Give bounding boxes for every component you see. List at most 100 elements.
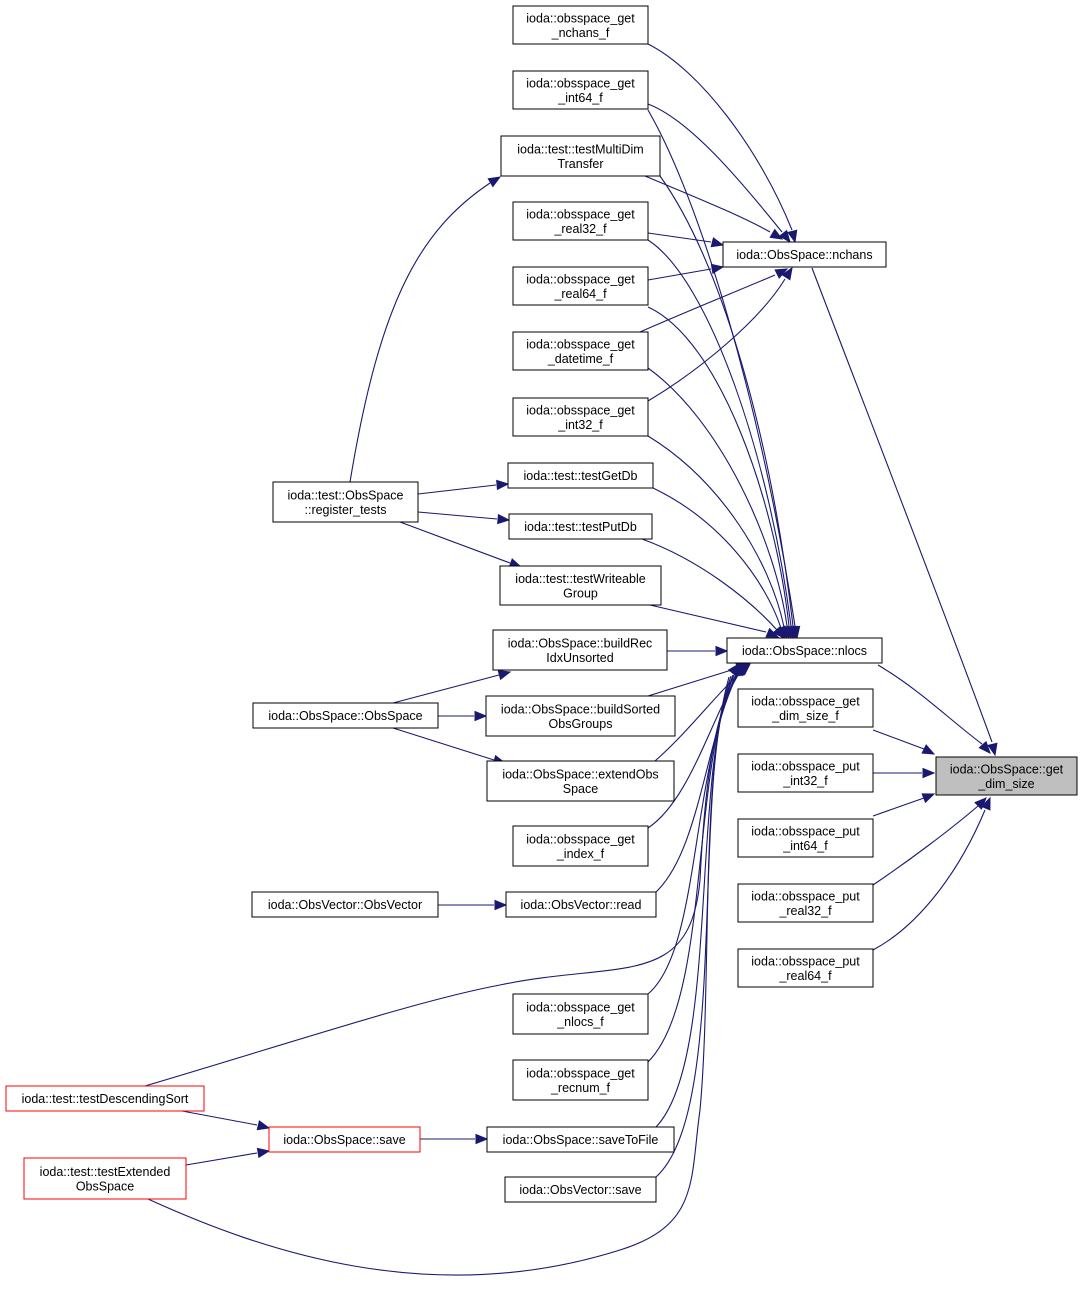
node-label: ioda::ObsSpace::buildRec [508, 636, 653, 650]
edge-put_real64_f-to-get_dim_size [872, 796, 991, 951]
arrow-head [474, 710, 488, 722]
node-nchans[interactable]: ioda::ObsSpace::nchans [722, 241, 887, 268]
arrow-head [497, 513, 511, 525]
edge-line [872, 797, 925, 817]
arrow-head [710, 237, 725, 248]
node-label: _int32_f [557, 418, 603, 432]
node-label: ioda::test::testExtended [40, 1165, 171, 1179]
node-vec_read[interactable]: ioda::ObsVector::read [505, 891, 657, 918]
node-get_dim_size[interactable]: ioda::ObsSpace::get_dim_size [935, 756, 1078, 796]
arrow-head [475, 1133, 489, 1145]
edge-line [659, 175, 794, 627]
edge-line [647, 435, 785, 628]
edge-get_datetime_f-to-nlocs [647, 367, 793, 640]
node-label: _int32_f [782, 774, 828, 788]
node-get_dim_size_f[interactable]: ioda::obsspace_get_dim_size_f [737, 688, 874, 728]
edge-get_dim_size_f-to-get_dim_size [872, 729, 936, 755]
node-testGetDb[interactable]: ioda::test::testGetDb [507, 462, 654, 489]
node-box [737, 688, 874, 728]
edge-line [655, 672, 739, 893]
node-label: ioda::ObsSpace::get [950, 762, 1064, 776]
arrow-head [256, 1120, 271, 1131]
node-put_real32_f[interactable]: ioda::obsspace_put_real32_f [737, 883, 874, 923]
node-box [507, 462, 654, 489]
node-label: ioda::obsspace_put [751, 954, 860, 968]
edge-ObsSpace_ctor-to-buildSorted [438, 710, 488, 722]
arrow-head [922, 767, 936, 779]
node-box [499, 565, 662, 606]
arrow-head [787, 229, 798, 244]
node-testDescSort[interactable]: ioda::test::testDescendingSort [5, 1085, 205, 1112]
node-get_real32_f[interactable]: ioda::obsspace_get_real32_f [512, 201, 649, 241]
arrow-head [974, 797, 987, 810]
edge-line [647, 232, 712, 243]
node-nlocs[interactable]: ioda::ObsSpace::nlocs [726, 637, 883, 664]
arrow-head [765, 627, 780, 638]
edge-line [647, 306, 790, 627]
edge-line [647, 109, 796, 627]
node-box [485, 695, 676, 737]
node-vec_save[interactable]: ioda::ObsVector::save [504, 1176, 657, 1203]
arrow-head [774, 268, 789, 279]
arrow-head [727, 662, 740, 677]
node-box [492, 629, 668, 671]
edge-line [349, 182, 491, 483]
node-label: ioda::obsspace_get [526, 272, 635, 286]
edge-line [647, 667, 739, 697]
node-testPutDb[interactable]: ioda::test::testPutDb [508, 513, 653, 540]
node-box [737, 883, 874, 923]
node-label: ioda::test::testWriteable [515, 572, 645, 586]
node-box [504, 1176, 657, 1203]
node-box [512, 5, 649, 45]
node-label: ioda::ObsSpace::saveToFile [503, 1133, 659, 1147]
node-get_int32_f[interactable]: ioda::obsspace_get_int32_f [512, 397, 649, 437]
edge-get_datetime_f-to-nchans [639, 268, 789, 333]
node-label: ioda::test::testMultiDim [517, 142, 643, 156]
node-get_real64_f[interactable]: ioda::obsspace_get_real64_f [512, 266, 649, 306]
edge-get_int64_f-to-nlocs [647, 109, 801, 640]
node-label: _index_f [556, 847, 605, 861]
arrow-head [978, 740, 991, 754]
edge-line [417, 484, 497, 495]
node-ObsSpace_ctor[interactable]: ioda::ObsSpace::ObsSpace [252, 702, 439, 729]
edge-line [644, 175, 771, 233]
node-get_int64_f[interactable]: ioda::obsspace_get_int64_f [512, 70, 649, 110]
node-get_nchans_f[interactable]: ioda::obsspace_get_nchans_f [512, 5, 649, 45]
edge-get_int32_f-to-nchans [647, 266, 793, 402]
edge-line [641, 538, 778, 631]
edge-nchans-to-get_dim_size [811, 267, 998, 757]
node-label: _real32_f [778, 904, 832, 918]
node-put_real64_f[interactable]: ioda::obsspace_put_real64_f [737, 948, 874, 988]
edge-register_tests-to-testWriteable [399, 521, 523, 568]
node-put_int64_f[interactable]: ioda::obsspace_put_int64_f [737, 818, 874, 858]
edge-testExtended-to-nlocs [147, 662, 740, 1276]
arrow-head [987, 742, 998, 757]
node-get_recnum_f[interactable]: ioda::obsspace_get_recnum_f [512, 1059, 649, 1101]
edge-line [877, 664, 983, 745]
node-label: Transfer [557, 157, 603, 171]
node-put_int32_f[interactable]: ioda::obsspace_put_int32_f [737, 753, 874, 793]
node-label: _nchans_f [551, 26, 610, 40]
node-get_index_f[interactable]: ioda::obsspace_get_index_f [512, 825, 649, 867]
edge-nlocs-to-get_dim_size [877, 664, 991, 754]
node-register_tests[interactable]: ioda::test::ObsSpace::register_tests [272, 481, 419, 523]
edge-line [647, 103, 783, 233]
edge-testExtended-to-space_save [185, 1147, 271, 1166]
node-get_nlocs_f[interactable]: ioda::obsspace_get_nlocs_f [512, 993, 649, 1035]
node-saveToFile[interactable]: ioda::ObsSpace::saveToFile [486, 1126, 675, 1153]
node-box [500, 135, 661, 177]
node-space_save[interactable]: ioda::ObsSpace::save [268, 1126, 421, 1153]
node-label: ioda::obsspace_put [751, 889, 860, 903]
edge-line [811, 267, 993, 743]
node-label: ioda::ObsVector::save [519, 1183, 641, 1197]
node-ObsVector_ctor[interactable]: ioda::ObsVector::ObsVector [251, 891, 439, 918]
node-box [508, 513, 653, 540]
node-get_datetime_f[interactable]: ioda::obsspace_get_datetime_f [512, 331, 649, 371]
